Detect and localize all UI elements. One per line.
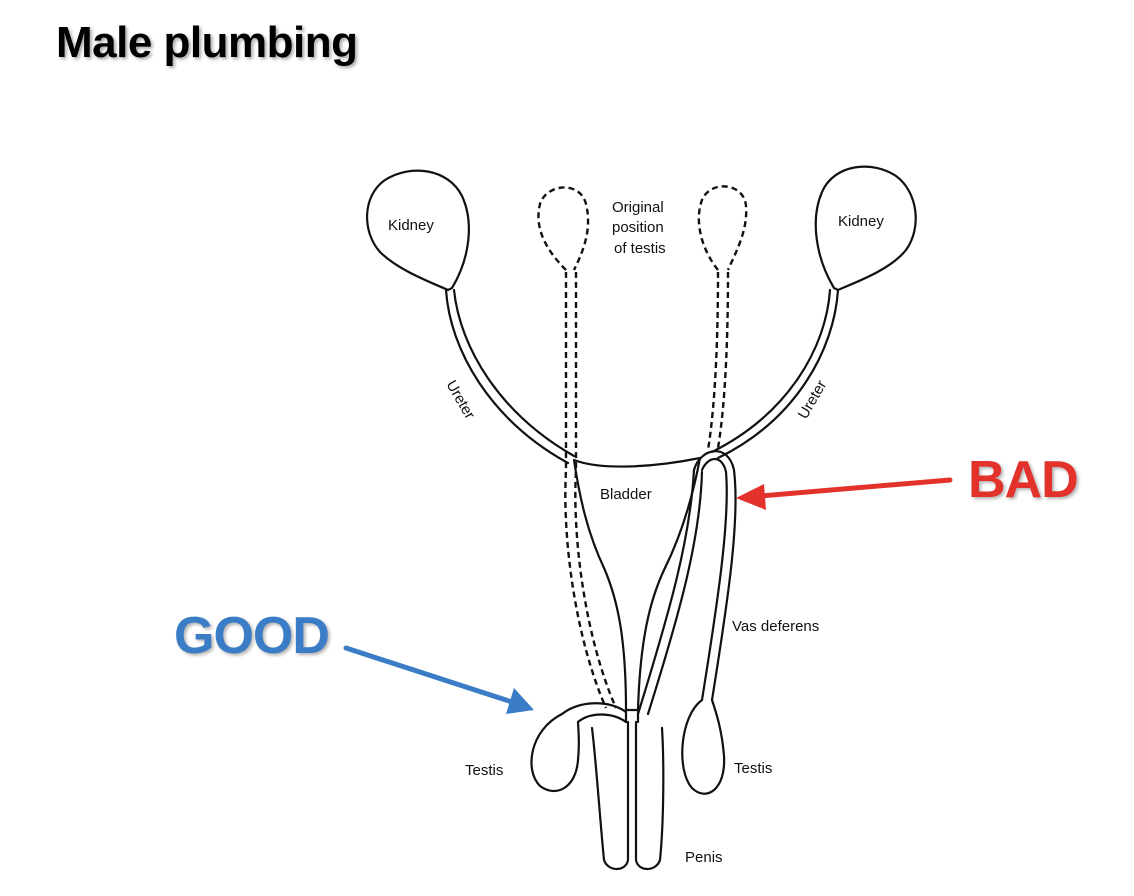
good-arrow <box>343 645 534 714</box>
left-vas-deferens-loop-inner <box>576 713 628 724</box>
bad-arrow <box>736 477 953 510</box>
label-ureter-right: Ureter <box>795 377 831 422</box>
label-original-line2: position <box>612 219 664 236</box>
right-vas-deferens-down-inner <box>646 470 704 716</box>
label-kidney-left: Kidney <box>388 217 434 234</box>
left-vas-deferens-loop <box>560 702 628 716</box>
right-ureter-inner <box>710 288 832 454</box>
good-arrow-head <box>506 688 534 714</box>
label-penis: Penis <box>685 849 723 866</box>
label-testis-left: Testis <box>465 762 503 779</box>
slide-title: Male plumbing <box>56 18 358 67</box>
right-vas-deferens-loop-outer <box>692 450 737 702</box>
label-original-line1: Original <box>612 199 664 216</box>
bad-arrow-head <box>736 484 766 510</box>
right-original-testis-dashed <box>697 185 748 271</box>
left-testis-descent-dashed-b <box>574 272 618 709</box>
good-arrow-shaft <box>343 645 515 705</box>
right-vas-deferens-loop-inner <box>700 457 728 702</box>
label-ureter-left: Ureter <box>443 378 479 423</box>
urethra-center <box>624 710 640 724</box>
penis-shape <box>590 720 630 871</box>
penis-shape-right <box>634 720 665 871</box>
left-testis-shape <box>530 712 580 792</box>
label-bladder: Bladder <box>600 486 652 503</box>
label-original-line3: of testis <box>614 240 666 257</box>
label-vas-deferens: Vas deferens <box>732 618 819 635</box>
right-testis-descent-dashed-b <box>716 271 730 449</box>
left-testis-descent-dashed-a <box>564 271 608 709</box>
right-kidney-shape <box>814 165 917 292</box>
left-ureter-outer <box>444 288 570 465</box>
left-original-testis-dashed <box>537 186 590 271</box>
good-callout-label: GOOD <box>174 607 330 665</box>
label-kidney-right: Kidney <box>838 213 884 230</box>
right-testis-shape <box>681 698 726 795</box>
bad-arrow-shaft <box>757 477 953 499</box>
bad-callout-label: BAD <box>968 451 1079 509</box>
right-testis-descent-dashed-a <box>706 271 720 451</box>
label-testis-right: Testis <box>734 760 772 777</box>
left-kidney-shape <box>366 169 470 292</box>
right-ureter-outer <box>716 288 840 460</box>
left-ureter-inner <box>452 288 576 458</box>
right-vas-deferens-down-outer <box>636 468 696 716</box>
bladder-shape <box>572 456 702 712</box>
